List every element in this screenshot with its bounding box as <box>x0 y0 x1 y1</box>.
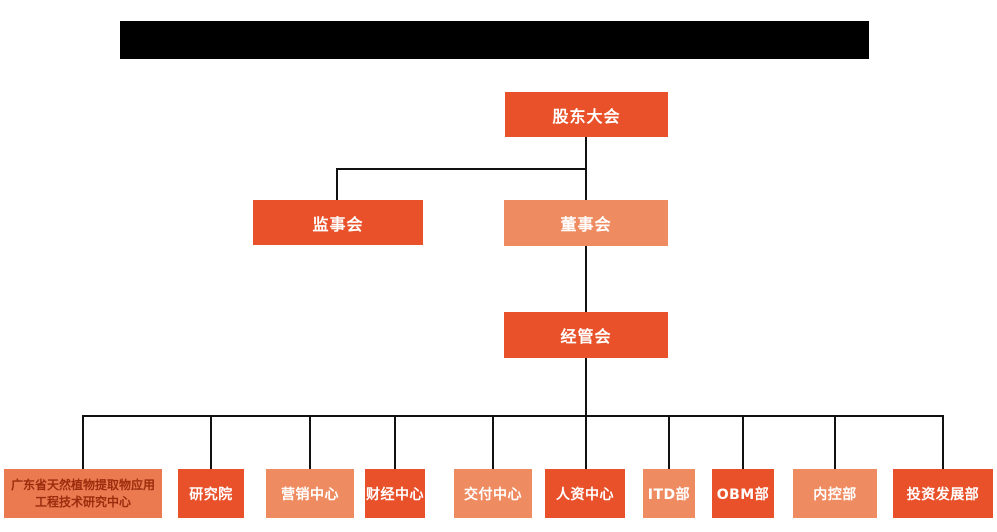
org-node-dept-research-center: 广东省天然植物提取物应用工程技术研究中心 <box>4 469 162 518</box>
org-node-dept-delivery-center: 交付中心 <box>454 469 532 518</box>
connector-depts-horizontal <box>82 415 944 417</box>
connector-l2-horizontal <box>336 168 587 170</box>
connector-drop-dept-2 <box>210 415 212 469</box>
org-node-dept-hr-center: 人资中心 <box>545 469 625 518</box>
connector-board-to-mgmt <box>585 246 587 312</box>
connector-drop-dept-6 <box>585 415 587 469</box>
connector-drop-dept-10 <box>942 415 944 469</box>
connector-drop-dept-9 <box>834 415 836 469</box>
org-node-dept-internal-control: 内控部 <box>793 469 877 518</box>
connector-drop-dept-4 <box>394 415 396 469</box>
org-node-dept-investment-development: 投资发展部 <box>893 469 993 518</box>
org-node-board-of-directors: 董事会 <box>504 200 668 246</box>
org-node-dept-marketing-center: 营销中心 <box>266 469 354 518</box>
connector-drop-supervisory <box>336 168 338 200</box>
connector-drop-dept-3 <box>309 415 311 469</box>
org-node-dept-research-institute: 研究院 <box>178 469 244 518</box>
org-node-supervisory-board: 监事会 <box>253 200 423 245</box>
redacted-title-bar <box>120 21 869 59</box>
connector-drop-dept-8 <box>742 415 744 469</box>
connector-drop-dept-7 <box>668 415 670 469</box>
org-node-shareholders-meeting: 股东大会 <box>505 92 668 137</box>
org-node-management-committee: 经管会 <box>504 312 668 358</box>
connector-drop-dept-1 <box>82 415 84 469</box>
org-node-dept-finance-center: 财经中心 <box>365 469 425 518</box>
org-node-dept-itd: ITD部 <box>643 469 695 518</box>
connector-drop-dept-5 <box>492 415 494 469</box>
connector-mgmt-to-depts <box>585 358 587 416</box>
org-node-dept-obm: OBM部 <box>712 469 774 518</box>
